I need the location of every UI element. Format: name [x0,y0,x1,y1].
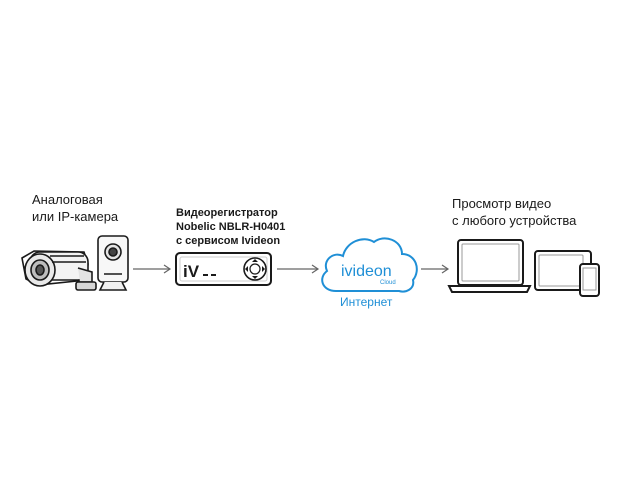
recorder-label-line3: с сервисом Ivideon [176,235,281,247]
laptop-icon [447,239,532,293]
phone-icon [579,263,600,297]
camera-label-line1: Аналоговая [32,192,103,207]
viewers-label-line1: Просмотр видео [452,196,552,211]
cloud-brand: ivideon [341,263,392,280]
viewers-label-line2: с любого устройства [452,213,577,228]
ip-camera-icon [97,235,129,291]
viewers-label: Просмотр видео с любого устройства [452,195,576,229]
arrow-cloud-to-devices [421,264,450,274]
camera-label: Аналоговая или IP-камера [32,191,118,225]
cloud-sub: Cloud [380,280,396,286]
camera-label-line2: или IP-камера [32,209,119,224]
bullet-camera-icon [21,250,97,291]
arrow-recorder-to-cloud [277,264,320,274]
internet-label: Интернет [340,295,393,309]
recorder-label-line2: Nobelic NBLR-H0401 [176,221,286,233]
dvr-icon: iV [175,252,272,286]
arrow-camera-to-recorder [133,264,172,274]
cloud-icon: ivideon Cloud [321,237,418,293]
recorder-label-line1: Видеорегистратор [176,207,278,219]
recorder-label: Видеорегистратор Nobelic NBLR-H0401 с се… [176,206,285,248]
dvr-logo: iV [183,262,200,281]
